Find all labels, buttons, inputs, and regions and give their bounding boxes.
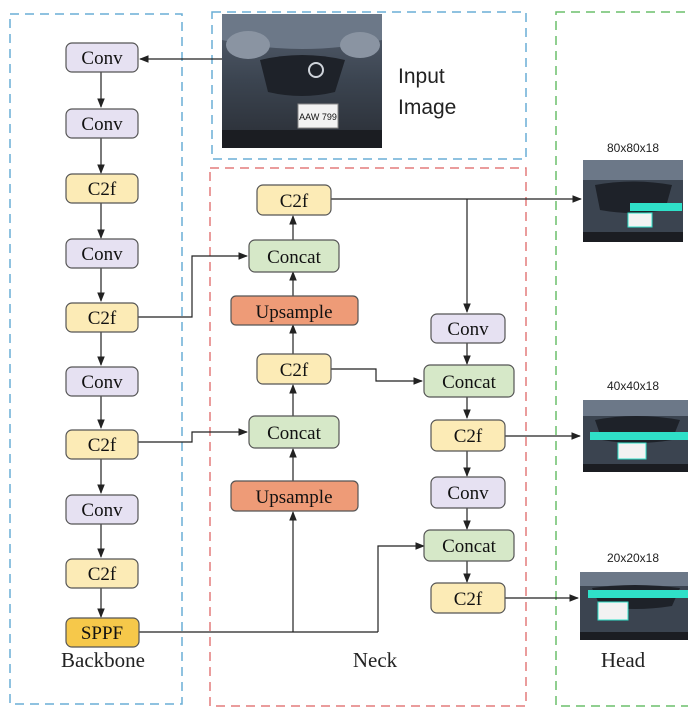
svg-text:Concat: Concat [442, 536, 497, 557]
input-plate-text: AAW 799 [299, 112, 337, 122]
head-output-1-size: 80x80x18 [607, 141, 659, 155]
input-car-image: AAW 799 [222, 14, 382, 148]
connections [97, 55, 582, 633]
input-label-line1: Input [398, 65, 445, 88]
neck-c2f-right-1: C2f [430, 419, 506, 452]
backbone-c2f-1: C2f [65, 173, 139, 204]
backbone-sppf: SPPF [65, 617, 140, 648]
svg-text:C2f: C2f [454, 426, 483, 447]
neck-conv-right-2: Conv [430, 476, 506, 509]
backbone-c2f-4: C2f [65, 558, 139, 589]
svg-text:Conv: Conv [81, 114, 123, 135]
head-output-3-size: 20x20x18 [607, 551, 659, 565]
neck-c2f-right-2: C2f [430, 582, 506, 614]
input-label-line2: Image [398, 96, 456, 119]
svg-text:Conv: Conv [447, 483, 489, 504]
svg-text:C2f: C2f [88, 179, 117, 200]
head-output-3-image [580, 572, 688, 640]
neck-c2f-mid: C2f [256, 353, 332, 385]
svg-text:C2f: C2f [88, 435, 117, 456]
svg-text:SPPF: SPPF [81, 623, 123, 644]
svg-text:Concat: Concat [267, 423, 322, 444]
neck-concat-2: Concat [248, 415, 340, 449]
svg-text:Conv: Conv [81, 500, 123, 521]
backbone-conv-1: Conv [65, 42, 139, 73]
svg-text:Upsample: Upsample [255, 302, 332, 323]
svg-text:Concat: Concat [442, 372, 497, 393]
backbone-c2f-2: C2f [65, 302, 139, 333]
svg-text:C2f: C2f [454, 589, 483, 610]
svg-text:Conv: Conv [81, 48, 123, 69]
neck-upsample-1: Upsample [230, 295, 359, 326]
head-section-label: Head [601, 648, 646, 672]
head-output-2-image [583, 400, 688, 472]
head-output-1-image [583, 160, 683, 242]
svg-text:Conv: Conv [447, 319, 489, 340]
svg-text:C2f: C2f [88, 564, 117, 585]
neck-concat-right-2: Concat [423, 529, 515, 562]
svg-text:Conv: Conv [81, 244, 123, 265]
head-output-2-size: 40x40x18 [607, 379, 659, 393]
svg-text:C2f: C2f [280, 360, 309, 381]
neck-section-border [209, 167, 527, 707]
neck-conv-right-1: Conv [430, 313, 506, 344]
head-section-border [555, 11, 688, 707]
svg-text:Upsample: Upsample [255, 487, 332, 508]
neck-upsample-2: Upsample [230, 480, 359, 512]
svg-text:Concat: Concat [267, 247, 322, 268]
neck-section-label: Neck [353, 648, 398, 672]
svg-text:C2f: C2f [280, 191, 309, 212]
backbone-c2f-3: C2f [65, 429, 139, 460]
svg-text:C2f: C2f [88, 308, 117, 329]
backbone-conv-4: Conv [65, 366, 139, 397]
backbone-section-label: Backbone [61, 648, 145, 672]
backbone-conv-5: Conv [65, 494, 139, 525]
neck-c2f-top: C2f [256, 184, 332, 216]
backbone-conv-2: Conv [65, 108, 139, 139]
input-section-border [211, 11, 527, 160]
svg-text:Conv: Conv [81, 372, 123, 393]
backbone-section-border [9, 13, 183, 705]
neck-concat-1: Concat [248, 239, 340, 273]
backbone-conv-3: Conv [65, 238, 139, 269]
neck-concat-right-1: Concat [423, 364, 515, 398]
